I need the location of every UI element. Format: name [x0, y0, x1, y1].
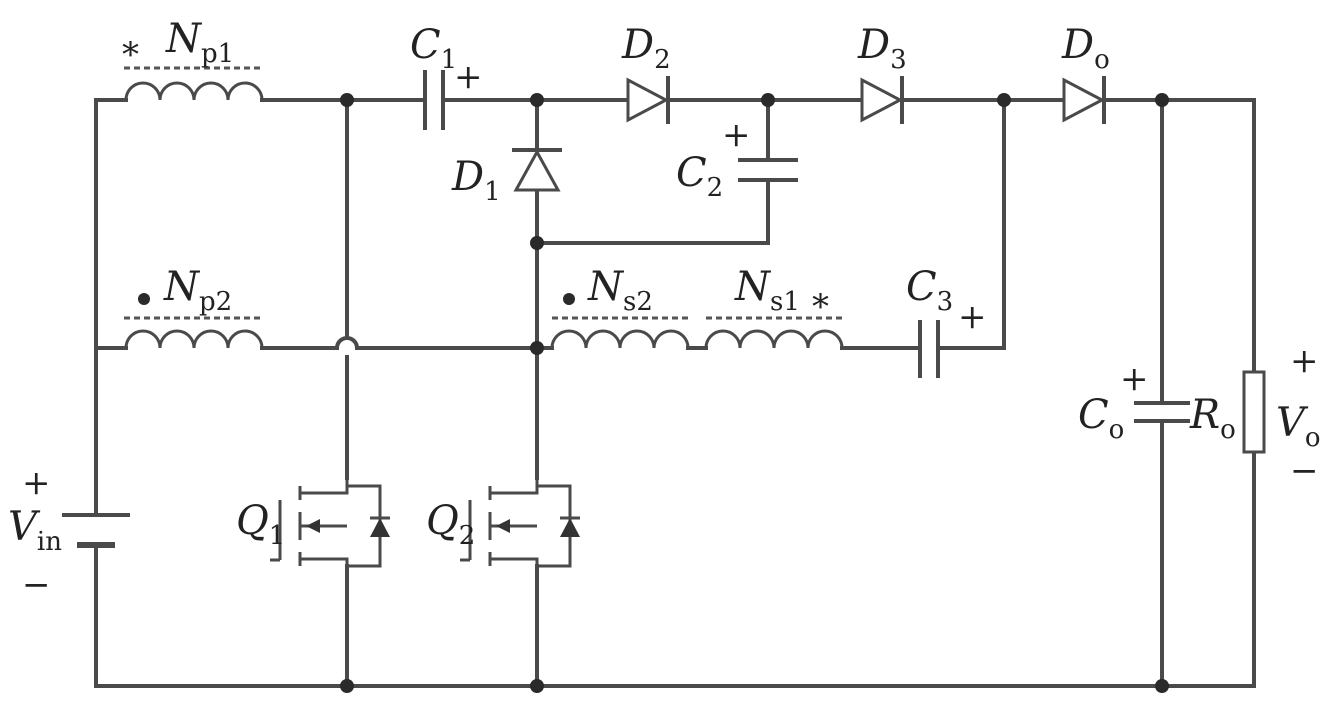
inductor-ns2 — [552, 318, 688, 348]
plus-c2: + — [722, 115, 751, 155]
minus-vo: − — [1290, 451, 1319, 491]
diode-d1 — [514, 150, 560, 190]
label-d2: D2 — [621, 22, 671, 75]
label-d1: D1 — [451, 154, 501, 207]
plus-c1: + — [454, 57, 483, 97]
label-ns1: Ns1 — [734, 264, 800, 317]
inductor-np1 — [124, 68, 262, 100]
mosfet-q1 — [270, 478, 390, 566]
polarity-dot-ns2 — [563, 293, 575, 305]
plus-c3: + — [958, 297, 987, 337]
label-ns2: Ns2 — [587, 264, 653, 317]
label-c2: C2 — [676, 150, 723, 203]
star-np1: * — [122, 35, 139, 75]
capacitor-co — [1136, 403, 1188, 421]
star-ns1: * — [812, 287, 829, 327]
diode-do — [1064, 78, 1104, 122]
label-q2: Q2 — [426, 498, 475, 551]
label-np2: Np2 — [163, 264, 232, 317]
label-c1: C1 — [410, 22, 457, 75]
plus-vin: + — [22, 463, 51, 503]
label-c3: C3 — [906, 264, 953, 317]
plus-vo: + — [1290, 341, 1319, 381]
polarity-dot-np2 — [138, 293, 150, 305]
capacitor-c1 — [425, 72, 443, 128]
label-d3: D3 — [857, 22, 907, 75]
plus-co: + — [1120, 359, 1149, 399]
label-co: Co — [1078, 392, 1124, 445]
label-vo: Vo — [1276, 400, 1321, 453]
capacitor-c3 — [920, 322, 938, 376]
capacitor-c2 — [740, 160, 796, 180]
label-vin: Vin — [8, 504, 62, 557]
battery-vin — [64, 515, 128, 545]
resistor-ro — [1244, 372, 1264, 452]
minus-vin: − — [22, 565, 51, 605]
inductor-np2 — [124, 318, 262, 348]
label-ro: Ro — [1189, 392, 1236, 445]
label-q1: Q1 — [236, 498, 285, 551]
diode-d2 — [628, 78, 668, 122]
label-np1: Np1 — [165, 16, 234, 69]
mosfet-q2 — [460, 478, 580, 566]
label-do: Do — [1061, 22, 1110, 75]
diode-d3 — [862, 78, 902, 122]
